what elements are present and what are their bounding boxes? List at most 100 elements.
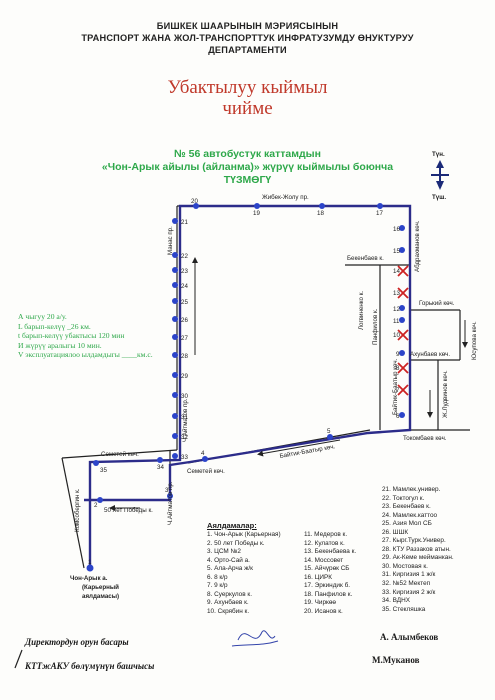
footer-department-head: КТТжАКУ бөлүмүнүн башчысы bbox=[25, 661, 155, 671]
svg-text:25: 25 bbox=[181, 299, 188, 306]
svg-text:26: 26 bbox=[181, 317, 188, 324]
svg-text:30: 30 bbox=[181, 393, 188, 400]
svg-text:3: 3 bbox=[165, 487, 169, 494]
stop-item: 22. Токтогул к. bbox=[382, 494, 425, 502]
stop-item: 25. Азия Мол СБ bbox=[382, 520, 432, 528]
stop-item: 16. ЦИРК bbox=[304, 573, 332, 581]
stop-item: 13. Бекенбаева к. bbox=[304, 548, 357, 556]
terminal-label-1: Чон-Арык а. bbox=[70, 575, 108, 582]
svg-text:27: 27 bbox=[181, 335, 188, 342]
svg-text:2: 2 bbox=[94, 502, 98, 509]
stop-item: 29. Ак-Кеме мейманкан. bbox=[382, 554, 454, 562]
street-yusupov: Юсупова көч. bbox=[471, 321, 478, 360]
stop-item: 24. Мамлек.каттоо bbox=[382, 511, 438, 519]
param-time: t барып-келүү убактысы 120 мин bbox=[18, 331, 125, 341]
stop-item: 20. Исанов к. bbox=[304, 607, 343, 615]
stop-item: 30. Мостовая к. bbox=[382, 562, 428, 570]
svg-text:14: 14 bbox=[393, 268, 400, 275]
stop-item: 21. Мамлек.универ. bbox=[382, 486, 441, 493]
signature-scribble bbox=[231, 630, 279, 647]
street-akhunbaev: Ахунбаев көч. bbox=[410, 351, 450, 358]
svg-text:31: 31 bbox=[181, 414, 188, 421]
svg-text:24: 24 bbox=[181, 283, 188, 290]
svg-text:5: 5 bbox=[327, 428, 331, 435]
stop-item: 18. Панфилов к. bbox=[304, 590, 353, 598]
street-panfilov: Панфилов к. bbox=[372, 308, 379, 345]
param-length: L барып-келүү _26 км. bbox=[18, 321, 91, 331]
stop-item: 31. Киргизия 1 ж/к bbox=[382, 571, 436, 579]
stop-item: 2. 50 лет Победы к. bbox=[207, 539, 265, 547]
stop-item: 4. Орто-Сай а. bbox=[207, 556, 250, 564]
svg-text:34: 34 bbox=[157, 464, 164, 471]
stop-item: 3. ЦСМ №2 bbox=[207, 548, 241, 556]
street-semetey-1: Семетей көч. bbox=[101, 451, 139, 458]
svg-text:18: 18 bbox=[317, 210, 324, 217]
street-abdrakhmanov: Абдрахманов көч. bbox=[414, 220, 421, 272]
stop-item: 23. Бекенбаев к. bbox=[382, 503, 431, 511]
subtitle-line1: № 56 автобустук каттамдын bbox=[174, 148, 321, 160]
stop-item: 34. ВДНХ bbox=[382, 597, 410, 605]
route-parameters: А чыгуу 20 а/у. L барып-келүү _26 км. t … bbox=[18, 312, 188, 360]
terminal-label-3: аялдамасы) bbox=[82, 593, 119, 600]
stop-item: 10. Скрябин к. bbox=[207, 607, 250, 615]
street-zhibek-zholu: Жибек-Жолу пр. bbox=[262, 194, 309, 201]
street-bekenbaev: Бекенбаев к. bbox=[347, 255, 384, 262]
street-ludvinov: Ж.Лудвинов көч. bbox=[442, 370, 449, 418]
street-komsomol: Комсобергин к. bbox=[74, 488, 81, 532]
svg-text:28: 28 bbox=[181, 353, 188, 360]
svg-text:20: 20 bbox=[191, 198, 198, 205]
svg-text:10: 10 bbox=[393, 332, 400, 339]
svg-text:1: 1 bbox=[88, 559, 92, 566]
street-logvinenko: Логвиненко к. bbox=[358, 291, 365, 330]
footer-signatory-2: М.Муканов bbox=[372, 655, 420, 665]
footer-deputy-director: Директордун орун басары bbox=[25, 637, 129, 647]
page-title-line1: Убактылуу кыймыл bbox=[167, 77, 328, 98]
param-speed: V эксплуатациялоо ылдамдыгы ____км.с. bbox=[18, 350, 153, 360]
svg-text:32: 32 bbox=[181, 434, 188, 441]
street-manas: Манас пр. bbox=[167, 226, 174, 255]
stop-item: 5. Ала-Арча ж/к bbox=[207, 565, 253, 573]
svg-text:21: 21 bbox=[181, 219, 188, 226]
stop-item: 7. 9 к/р bbox=[207, 582, 228, 590]
stop-item: 28. КТУ Раззаков атын. bbox=[382, 545, 451, 553]
svg-text:4: 4 bbox=[201, 450, 205, 457]
compass-south-label: Түш. bbox=[432, 194, 446, 201]
stop-item: 11. Медеров к. bbox=[304, 531, 348, 538]
street-tokombaev: Токомбаев көч. bbox=[403, 435, 447, 442]
stop-item: 12. Кулатов к. bbox=[304, 539, 345, 547]
street-aytmatov-1: Ч.Айтматов пр. bbox=[167, 481, 174, 525]
footer-signatory-1: А. Алымбеков bbox=[380, 632, 439, 642]
compass-icon bbox=[431, 160, 449, 190]
street-baytik-vertical: Байтик-Баатыр көч. bbox=[392, 358, 399, 415]
direction-arrow-west bbox=[257, 439, 341, 457]
param-buses: А чыгуу 20 а/у. bbox=[18, 312, 67, 321]
stop-item: 26. ШШК bbox=[382, 528, 409, 536]
svg-text:9: 9 bbox=[396, 351, 400, 358]
svg-text:22: 22 bbox=[181, 253, 188, 260]
stop-item: 32. №52 Мектеп bbox=[382, 580, 431, 588]
subtitle-line2: «Чон-Арык айылы (айланма)» жүрүү кыймылы… bbox=[101, 161, 394, 173]
stops-column-3: 21. Мамлек.универ. 22. Токтогул к. 23. Б… bbox=[382, 486, 454, 614]
terminal-label-2: (Карьерный bbox=[82, 584, 119, 591]
stop-item: 6. 8 к/р bbox=[207, 573, 228, 581]
svg-text:12: 12 bbox=[393, 306, 400, 313]
svg-text:29: 29 bbox=[181, 373, 188, 380]
subtitle-line3: ТҮЗМӨГҮ bbox=[223, 174, 272, 186]
stop-item: 1. Чон-Арык (Карьерная) bbox=[207, 531, 281, 538]
svg-text:6: 6 bbox=[396, 413, 400, 420]
svg-text:7: 7 bbox=[396, 387, 400, 394]
svg-text:17: 17 bbox=[376, 210, 383, 217]
svg-text:16: 16 bbox=[393, 226, 400, 233]
svg-text:15: 15 bbox=[393, 248, 400, 255]
street-semetey-2: Семетей көч. bbox=[187, 468, 225, 475]
stop-item: 8. Суеркулов к. bbox=[207, 590, 252, 598]
stop-item: 17. Эркиндик б. bbox=[304, 582, 351, 590]
stop-item: 9. Ахунбаев к. bbox=[207, 599, 249, 607]
svg-text:35: 35 bbox=[100, 467, 107, 474]
compass-north-label: Түн. bbox=[432, 151, 445, 158]
svg-text:33: 33 bbox=[181, 454, 188, 461]
street-aytmatov-2: Ч.Айтматов пр. bbox=[182, 398, 189, 442]
dept-header-line2: ТРАНСПОРТ ЖАНА ЖОЛ-ТРАНСПОРТТУК ИНФРАТУЗ… bbox=[81, 33, 414, 43]
closed-stop-markers bbox=[397, 265, 409, 396]
